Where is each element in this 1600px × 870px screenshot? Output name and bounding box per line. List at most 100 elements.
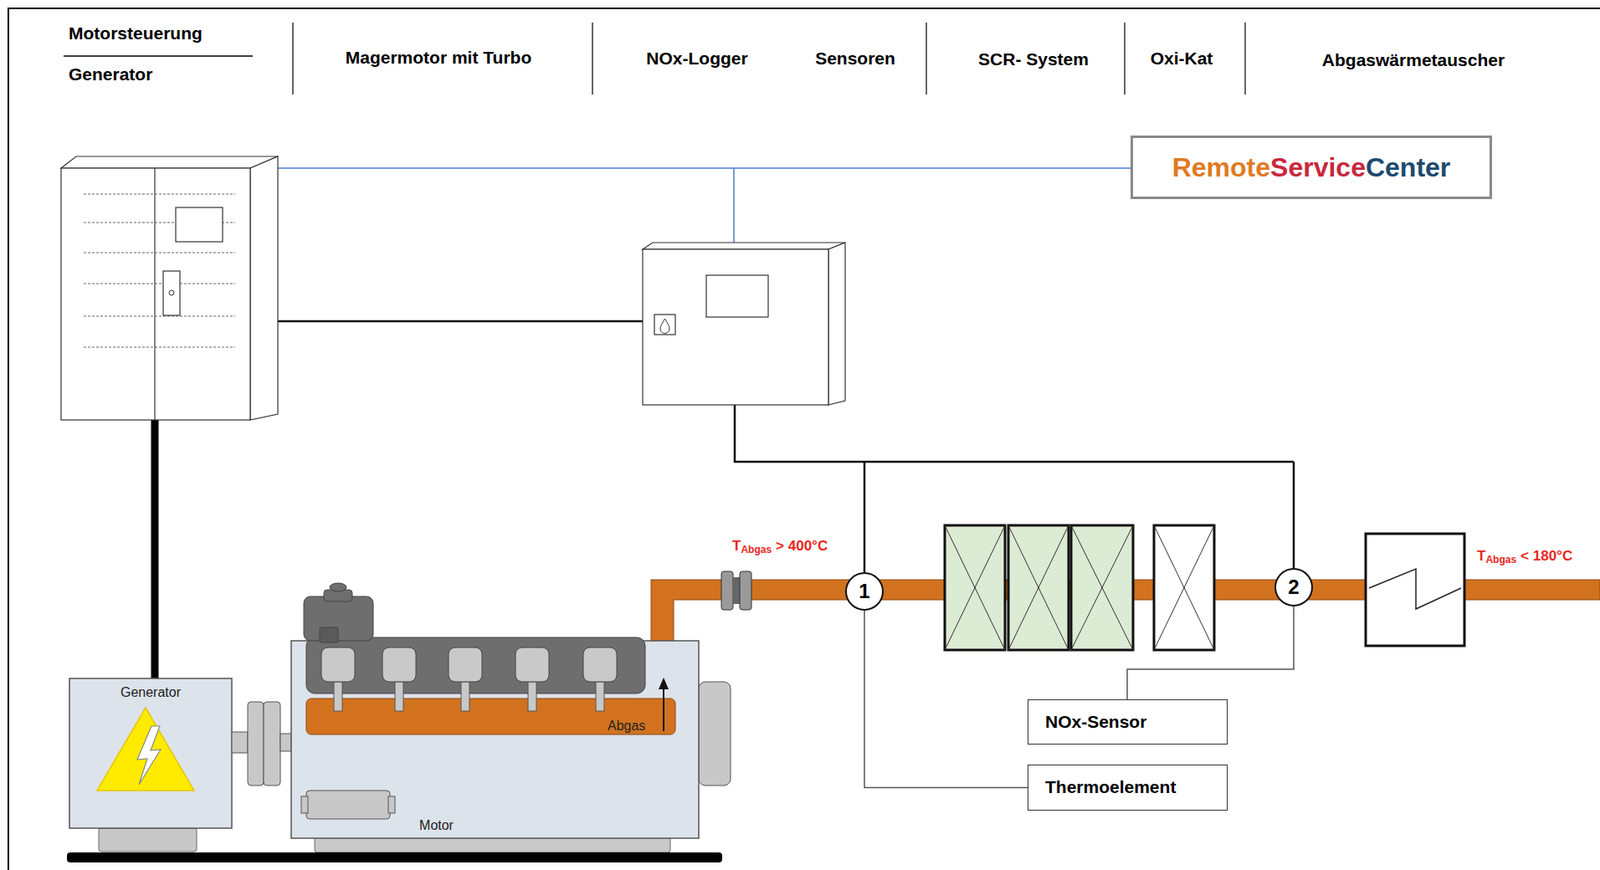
logger-drop-icon: [660, 318, 670, 334]
cabinet-lock: [169, 290, 175, 296]
cabinet-vent: [83, 316, 236, 318]
sensor-box: Thermoelement: [1027, 764, 1228, 811]
generator-body: [69, 678, 232, 829]
turbocharger-port: [319, 627, 339, 643]
node-text: Center: [1365, 152, 1451, 184]
node-text: Motor: [419, 818, 454, 834]
flow-arrow-head: [658, 677, 669, 690]
scr-catalyst: [1071, 525, 1134, 651]
catalyst-cross: [1153, 525, 1215, 651]
catalyst-cross: [944, 525, 1006, 651]
header-label: Magermotor mit Turbo: [345, 47, 532, 68]
pipe-flange: [733, 577, 740, 605]
cabinet-vent: [83, 347, 236, 349]
valve-cover: [321, 647, 355, 683]
header-underline: [63, 55, 253, 57]
starter-cap: [301, 796, 308, 814]
cabinet-front: [61, 168, 251, 421]
cylinder-head: [306, 637, 646, 694]
node-text: Thermoelement: [1045, 777, 1176, 798]
node-text: 1: [858, 579, 870, 604]
header-label: Generator: [68, 64, 153, 85]
header-label: Motorsteuerung: [68, 23, 203, 44]
logger-top: [642, 242, 846, 250]
node-text: 2: [1287, 575, 1299, 600]
signal-wire: [277, 320, 643, 324]
header-separator: [925, 22, 928, 95]
pipe-flange: [721, 571, 734, 611]
header-label: Oxi-Kat: [1150, 48, 1214, 69]
measuring-point: 1: [845, 572, 884, 611]
network-wire: [733, 168, 735, 243]
exhaust-manifold: [306, 698, 676, 735]
cabinet-vent: [83, 252, 236, 254]
temperature-value: < 180°C: [1520, 548, 1573, 565]
exhaust-stem: [394, 682, 404, 712]
generator-box: Generator: [69, 678, 232, 829]
lightning-bolt: [137, 726, 161, 785]
exhaust-stem: [461, 682, 470, 712]
node-text: Service: [1270, 152, 1366, 184]
temperature-subscript: Abgas: [740, 544, 772, 557]
valve-cover: [515, 647, 549, 683]
sensor-box: NOx-Sensor: [1027, 699, 1228, 745]
valve-cover: [382, 647, 416, 683]
node-text: NOx-Sensor: [1045, 712, 1147, 733]
frame: [8, 8, 1600, 870]
node-text: Generator: [120, 685, 181, 701]
cabinet-door-split: [153, 168, 155, 421]
leader-line: [864, 610, 1028, 789]
temperature-subscript: Abgas: [1485, 554, 1517, 567]
signal-wire: [734, 405, 1294, 462]
measuring-point: 2: [1274, 568, 1313, 607]
turbocharger-knob: [329, 583, 347, 592]
signal-wire: [863, 461, 867, 573]
coupling-disk: [247, 702, 264, 786]
header-label: NOx-Logger: [646, 48, 748, 69]
power-cable: [151, 420, 159, 679]
header-separator: [1244, 22, 1247, 95]
node-text: Remote: [1172, 152, 1271, 184]
temperature-symbol: T: [1476, 548, 1486, 565]
header-separator: [1123, 22, 1126, 95]
motor-box: Motor: [291, 641, 699, 839]
warning-triangle: [97, 707, 195, 791]
scr-catalyst: [1008, 525, 1069, 651]
cabinet-vent: [83, 283, 236, 285]
logger-side: [828, 242, 846, 406]
exhaust-manifold: [651, 699, 673, 734]
logger-icon: [654, 314, 676, 335]
temperature-value: > 400°C: [775, 538, 828, 555]
flow-label: Abgas: [607, 718, 646, 734]
exhaust-stem: [333, 682, 343, 712]
pipe-flange: [739, 571, 752, 611]
cabinet-top: [61, 156, 278, 169]
leader-line: [1127, 606, 1294, 700]
oxidation-catalyst: [1153, 525, 1215, 651]
header-label: Abgaswärmetauscher: [1322, 50, 1505, 71]
catalyst-cross: [1071, 525, 1134, 651]
cabinet-handle: [163, 271, 180, 316]
flow-arrow: [662, 687, 665, 732]
ground-bar: [66, 852, 723, 863]
cabinet-display: [175, 207, 223, 242]
coupling-shaft: [231, 732, 248, 754]
cabinet-side: [250, 156, 278, 421]
network-wire: [250, 167, 1131, 170]
valve-cover: [583, 647, 617, 683]
signal-wire: [1292, 461, 1296, 569]
exhaust-stem: [595, 682, 605, 712]
heat-exchanger-symbol: [1369, 569, 1462, 610]
coupling-shaft: [280, 733, 292, 752]
starter: [306, 790, 390, 820]
header-separator: [591, 22, 594, 95]
logger-display: [706, 275, 769, 318]
exhaust-stem: [528, 682, 537, 712]
header-label: SCR- System: [978, 49, 1089, 70]
flywheel: [698, 682, 731, 786]
logger-front: [642, 249, 829, 406]
temperature-symbol: T: [732, 538, 741, 555]
service-center-box: RemoteServiceCenter: [1130, 135, 1493, 200]
coupling-disk: [263, 702, 281, 786]
scr-catalyst: [944, 525, 1006, 651]
